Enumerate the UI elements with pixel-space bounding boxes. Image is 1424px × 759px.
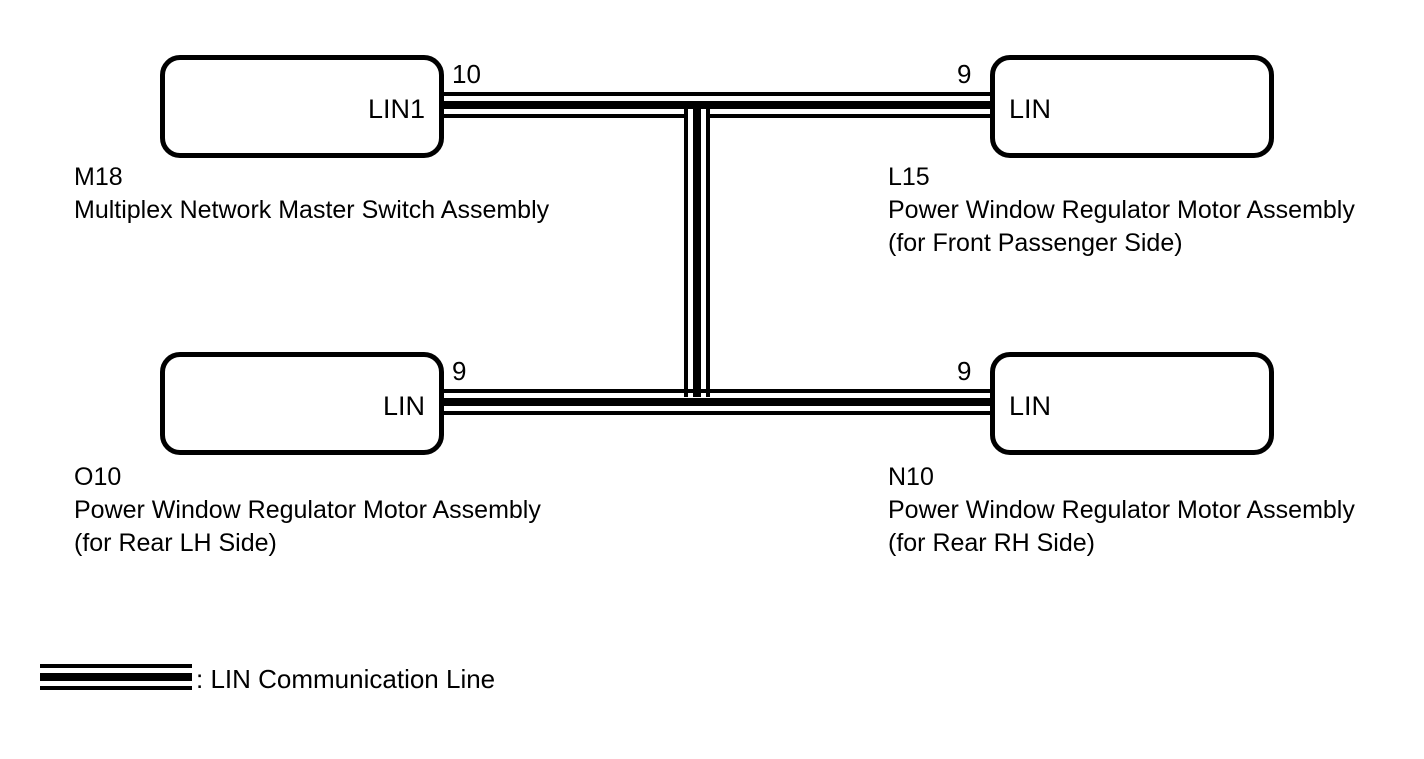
- wire-band-thick: [440, 101, 996, 109]
- wire-band-thin-top: [440, 389, 996, 393]
- caption-l15: L15 Power Window Regulator Motor Assembl…: [888, 161, 1355, 260]
- wire-band-thin-top: [440, 92, 996, 96]
- pin-number-m18: 10: [452, 59, 481, 89]
- junction-ink-bottom: [684, 398, 710, 406]
- lin-wire-top-bus: [440, 92, 996, 118]
- pin-number-o10: 9: [452, 356, 467, 386]
- caption-sub-o10: (for Rear LH Side): [74, 529, 277, 557]
- node-box-l15[interactable]: LIN: [990, 55, 1274, 158]
- caption-desc-l15: Power Window Regulator Motor Assembly: [888, 196, 1355, 224]
- swatch-band-thin-top: [40, 664, 192, 668]
- wire-band-thin-bottom: [440, 114, 996, 118]
- wire-band-thick: [440, 398, 996, 406]
- terminal-label-l15: LIN: [1009, 94, 1052, 124]
- caption-n10: N10 Power Window Regulator Motor Assembl…: [888, 461, 1355, 560]
- lin-communication-line-swatch-icon: [40, 664, 192, 690]
- node-box-m18[interactable]: LIN1: [160, 55, 444, 158]
- junction-patch-top-right: [701, 114, 706, 123]
- pin-number-n10: 9: [957, 356, 972, 386]
- caption-code-m18: M18: [74, 163, 123, 191]
- junction-ink-top: [684, 101, 710, 109]
- caption-o10: O10 Power Window Regulator Motor Assembl…: [74, 461, 541, 560]
- lin-wire-bottom-bus: [440, 389, 996, 415]
- caption-desc-m18: Multiplex Network Master Switch Assembly: [74, 196, 550, 224]
- terminal-label-m18: LIN1: [367, 94, 425, 124]
- caption-desc-o10: Power Window Regulator Motor Assembly: [74, 496, 541, 524]
- wire-band-thin-right: [706, 101, 710, 397]
- junction-patch-bottom-right: [701, 375, 706, 389]
- legend-label: : LIN Communication Line: [196, 664, 496, 694]
- lin-wire-vertical-trunk: [684, 101, 710, 397]
- node-box-o10[interactable]: LIN: [160, 352, 444, 455]
- wire-band-thin-left: [684, 101, 688, 397]
- swatch-band-thin-bottom: [40, 686, 192, 690]
- node-box-n10[interactable]: LIN: [990, 352, 1274, 455]
- junction-patch-top-left: [688, 114, 693, 123]
- terminal-label-n10: LIN: [1009, 391, 1052, 421]
- caption-code-n10: N10: [888, 463, 934, 491]
- caption-code-o10: O10: [74, 463, 122, 491]
- pin-number-l15: 9: [957, 59, 972, 89]
- swatch-band-thick: [40, 673, 192, 681]
- wire-band-thick: [693, 101, 701, 397]
- caption-sub-l15: (for Front Passenger Side): [888, 229, 1183, 257]
- junction-patch-bottom-left: [688, 375, 693, 389]
- caption-code-l15: L15: [888, 163, 930, 191]
- terminal-label-o10: LIN: [382, 391, 425, 421]
- caption-desc-n10: Power Window Regulator Motor Assembly: [888, 496, 1355, 524]
- caption-sub-n10: (for Rear RH Side): [888, 529, 1095, 557]
- caption-m18: M18 Multiplex Network Master Switch Asse…: [74, 161, 549, 227]
- wire-band-thin-bottom: [440, 411, 996, 415]
